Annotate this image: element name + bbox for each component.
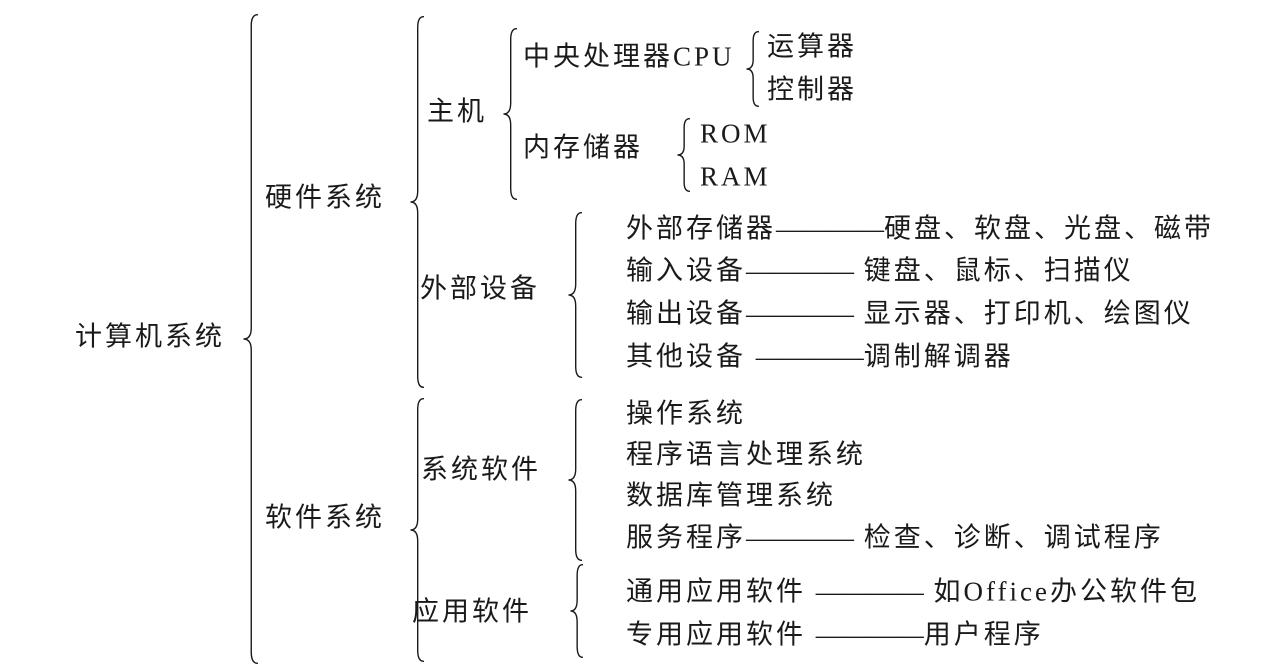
connector-dash: ————	[815, 576, 924, 607]
node-application-software: 应用软件	[412, 596, 532, 627]
connector-dash: ————	[755, 341, 864, 372]
item-examples: 硬盘、软盘、光盘、磁带	[884, 213, 1214, 244]
node-hardware-system: 硬件系统	[265, 182, 385, 213]
item-label: 服务程序	[626, 522, 746, 553]
item-examples: 用户程序	[923, 619, 1044, 650]
node-alu: 运算器	[767, 31, 857, 62]
item-special-application-software: 专用应用软件 ————用户程序	[587, 588, 1044, 670]
brace-software-system	[410, 398, 424, 662]
item-examples: 如Office办公软件包	[923, 576, 1200, 607]
node-host: 主机	[427, 96, 487, 127]
connector-dash: ————	[776, 213, 884, 244]
item-label: 通用应用软件	[626, 576, 816, 607]
node-ram: RAM	[700, 161, 771, 192]
item-label: 专用应用软件	[626, 619, 816, 650]
brace-external-devices	[568, 212, 582, 378]
node-computer-system: 计算机系统	[75, 321, 225, 352]
brace-host	[503, 28, 517, 200]
brace-computer-system	[243, 14, 258, 664]
item-database-management-system: 数据库管理系统	[587, 449, 836, 542]
connector-dash: ————	[746, 298, 854, 329]
item-examples: 显示器、打印机、绘图仪	[854, 298, 1194, 329]
item-label: 操作系统	[626, 398, 746, 429]
node-rom: ROM	[700, 118, 771, 149]
item-general-application-software: 通用应用软件 ———— 如Office办公软件包	[587, 545, 1200, 638]
item-service-programs: 服务程序———— 检查、诊断、调试程序	[587, 491, 1164, 584]
item-input-devices: 输入设备———— 键盘、鼠标、扫描仪	[587, 224, 1134, 317]
brace-system-software	[568, 399, 582, 561]
item-examples: 检查、诊断、调试程序	[854, 522, 1164, 553]
connector-dash: ————	[746, 522, 854, 553]
item-external-storage: 外部存储器————硬盘、软盘、光盘、磁带	[587, 182, 1214, 275]
brace-application-software	[570, 564, 583, 658]
item-examples: 调制解调器	[863, 341, 1014, 372]
node-external-devices: 外部设备	[420, 273, 540, 304]
node-software-system: 软件系统	[265, 502, 385, 533]
connector-dash: ————	[815, 619, 924, 650]
item-label: 程序语言处理系统	[626, 439, 866, 470]
brace-cpu	[746, 31, 759, 107]
node-control-unit: 控制器	[767, 74, 857, 105]
item-operating-system: 操作系统	[587, 367, 746, 460]
item-examples: 键盘、鼠标、扫描仪	[854, 255, 1134, 286]
node-system-software: 系统软件	[421, 454, 541, 485]
node-internal-memory: 内存储器	[523, 132, 643, 163]
item-label: 外部存储器	[626, 213, 776, 244]
item-label: 其他设备	[626, 341, 756, 372]
brace-internal-memory	[677, 118, 690, 192]
connector-dash: ————	[746, 255, 854, 286]
item-label: 输出设备	[626, 298, 746, 329]
item-other-devices: 其他设备 ————调制解调器	[587, 310, 1014, 403]
item-label: 数据库管理系统	[626, 480, 836, 511]
item-output-devices: 输出设备———— 显示器、打印机、绘图仪	[587, 267, 1194, 360]
node-cpu: 中央处理器CPU	[523, 41, 735, 72]
brace-hardware-system	[410, 16, 424, 388]
item-language-processing-system: 程序语言处理系统	[587, 408, 866, 501]
item-label: 输入设备	[626, 255, 746, 286]
